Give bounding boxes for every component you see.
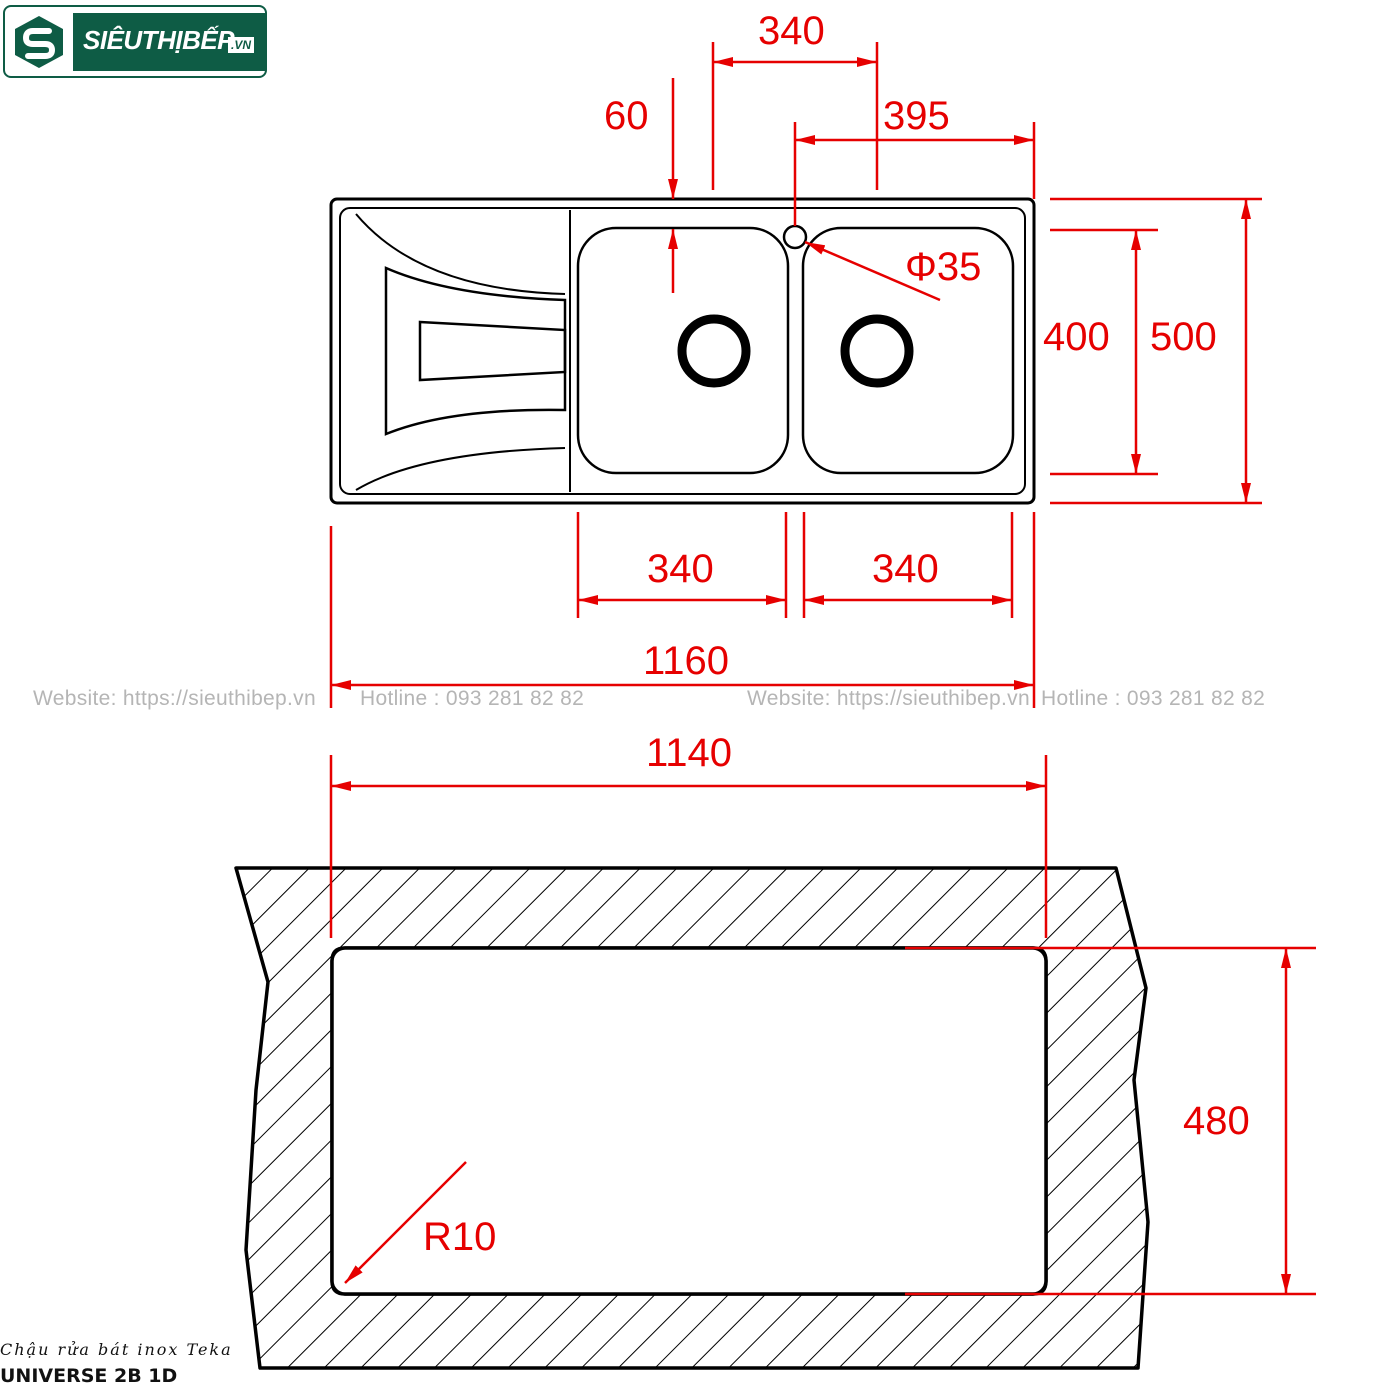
watermark-hotline-right: Hotline : 093 281 82 82 bbox=[1041, 687, 1265, 710]
dim-bowl-left-width: 340 bbox=[647, 547, 714, 591]
cutout-dimension-labels: 1140 480 R10 bbox=[423, 731, 1250, 1259]
dim-inner-depth: 400 bbox=[1043, 315, 1110, 359]
top-dimension-labels: 340 60 395 Φ35 400 500 340 340 1160 bbox=[604, 9, 1217, 683]
sink-top-view bbox=[329, 197, 1036, 505]
top-dimension-lines bbox=[329, 42, 1262, 708]
tap-hole bbox=[782, 224, 808, 250]
dim-tap-offset-right: 395 bbox=[883, 94, 950, 138]
drainer-groove-outer bbox=[384, 266, 567, 436]
cutout-dimension-lines bbox=[329, 755, 1316, 1296]
cutout-outline bbox=[330, 946, 1048, 1296]
watermark-website: Website: https://sieuthibep.vn bbox=[33, 687, 316, 710]
site-logo[interactable]: SIÊUTHỊBẾP .VN bbox=[3, 5, 267, 78]
dim-outer-depth: 500 bbox=[1150, 315, 1217, 359]
drainer-rib-top bbox=[355, 213, 566, 295]
dim-bowl-right-width: 340 bbox=[872, 547, 939, 591]
watermark-website-right: Website: https://sieuthibep.vn bbox=[747, 687, 1030, 710]
drainer-groove-inner bbox=[418, 320, 567, 382]
right-drain bbox=[840, 314, 914, 388]
cutout-view bbox=[234, 866, 1150, 1370]
dim-overall-width: 1160 bbox=[643, 639, 729, 683]
product-caption: Chậu rửa bát inox Teka UNIVERSE 2B 1D bbox=[0, 1340, 233, 1387]
drainer-rib-bottom bbox=[355, 447, 566, 491]
caption-product-type: Chậu rửa bát inox Teka bbox=[0, 1340, 233, 1359]
left-drain bbox=[677, 314, 751, 388]
sink-inner-rim bbox=[339, 207, 1026, 495]
left-bowl bbox=[576, 226, 790, 475]
watermark-hotline: Hotline : 093 281 82 82 bbox=[360, 687, 584, 710]
logo-tld-text: .VN bbox=[228, 37, 255, 53]
logo-brand-text: SIÊUTHỊBẾP bbox=[83, 25, 235, 55]
dim-corner-radius: R10 bbox=[423, 1215, 496, 1259]
right-bowl bbox=[801, 226, 1015, 475]
dim-bowl-spacing: 340 bbox=[758, 9, 825, 53]
logo-s-icon bbox=[15, 16, 63, 68]
dim-tap-offset-top: 60 bbox=[604, 94, 649, 138]
sink-outer-rim bbox=[329, 197, 1036, 505]
watermark: Website: https://sieuthibep.vn Hotline :… bbox=[33, 687, 1265, 710]
dim-cutout-width: 1140 bbox=[646, 731, 732, 775]
dim-cutout-depth: 480 bbox=[1183, 1099, 1250, 1143]
caption-model-name: UNIVERSE 2B 1D bbox=[0, 1365, 178, 1387]
dim-tap-hole: Φ35 bbox=[905, 245, 981, 289]
